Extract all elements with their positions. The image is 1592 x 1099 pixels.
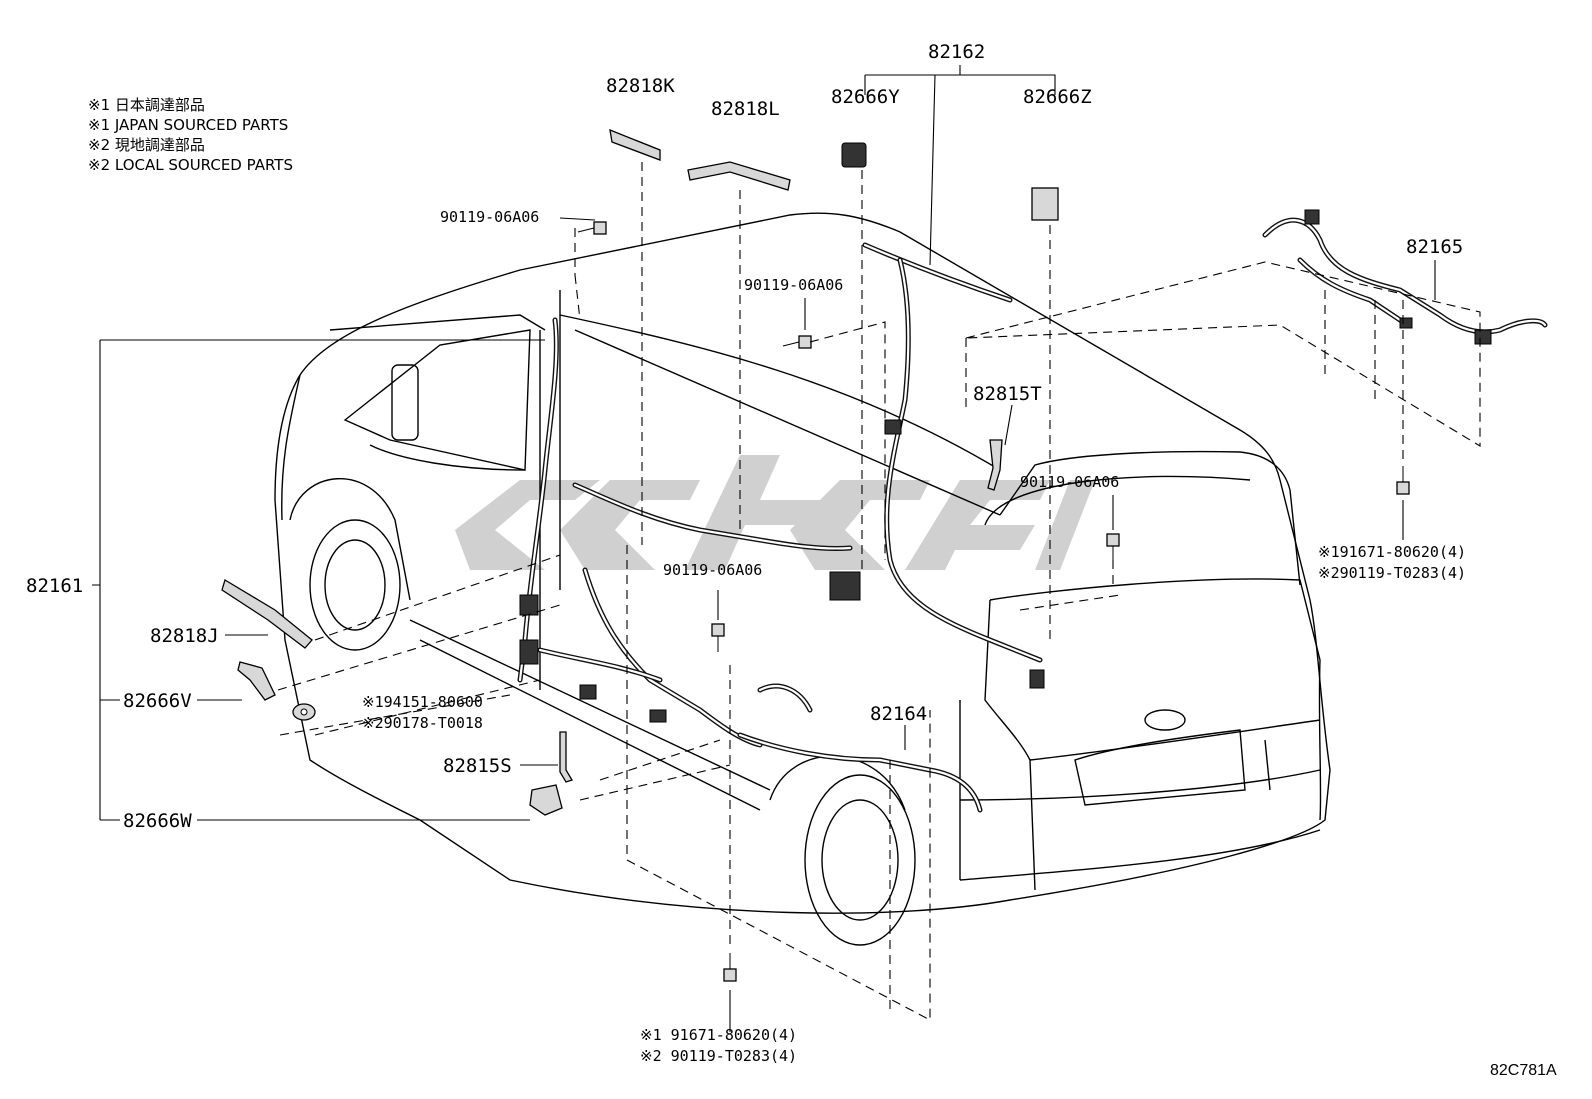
label-bolt-90119-b: 90119-06A06 xyxy=(744,276,843,294)
label-82666Y: 82666Y xyxy=(831,86,900,108)
part-82666W xyxy=(529,784,563,816)
note-line-2: ※1 JAPAN SOURCED PARTS xyxy=(88,116,288,134)
part-labels: 82162 82818K 82818L 82666Y 82666Z 82165 … xyxy=(26,41,1463,832)
note-line-1: ※1 日本調達部品 xyxy=(88,96,205,114)
label-82161: 82161 xyxy=(26,575,83,597)
part-82818K xyxy=(609,128,661,161)
label-82165: 82165 xyxy=(1406,236,1463,258)
label-82818L: 82818L xyxy=(711,98,780,120)
wire-harness-82164 xyxy=(737,683,983,813)
part-82666Z xyxy=(1031,187,1059,221)
label-bolt-90119-a: 90119-06A06 xyxy=(440,208,539,226)
van-body xyxy=(274,212,1331,946)
label-82162: 82162 xyxy=(928,41,985,63)
wire-harness-82161 xyxy=(517,317,853,748)
part-82666Y xyxy=(841,142,867,168)
part-82815S xyxy=(559,731,573,783)
code-labels: 90119-06A06 90119-06A06 90119-06A06 9011… xyxy=(362,208,1557,1079)
note-line-3: ※2 現地調達部品 xyxy=(88,136,205,154)
clip-icon xyxy=(292,703,316,721)
wire-harness-82165 xyxy=(1262,209,1548,345)
notes-block: ※1 日本調達部品 ※1 JAPAN SOURCED PARTS ※2 現地調達… xyxy=(88,96,293,174)
part-82815T xyxy=(987,439,1003,491)
part-82666V xyxy=(237,661,276,701)
label-clip-2: ※290178-T0018 xyxy=(362,714,483,732)
part-82818J xyxy=(221,579,313,649)
label-bottom-2: ※2 90119-T0283(4) xyxy=(640,1047,797,1065)
label-right-1: ※191671-80620(4) xyxy=(1318,543,1466,561)
label-right-2: ※290119-T0283(4) xyxy=(1318,564,1466,582)
label-bottom-1: ※1 91671-80620(4) xyxy=(640,1026,797,1044)
label-82818J: 82818J xyxy=(150,625,219,647)
label-82164: 82164 xyxy=(870,703,927,725)
label-82815S: 82815S xyxy=(443,755,512,777)
label-82666W: 82666W xyxy=(123,810,192,832)
dashed-guides xyxy=(277,162,1481,1021)
part-82818L xyxy=(687,161,791,191)
label-bolt-90119-c: 90119-06A06 xyxy=(1020,473,1119,491)
label-bolt-90119-d: 90119-06A06 xyxy=(663,561,762,579)
note-line-4: ※2 LOCAL SOURCED PARTS xyxy=(88,156,293,174)
label-82666V: 82666V xyxy=(123,690,192,712)
label-clip-1: ※194151-80600 xyxy=(362,693,483,711)
wire-harness-82162 xyxy=(862,242,1043,663)
harness-connectors xyxy=(519,419,1045,723)
label-82818K: 82818K xyxy=(606,75,675,97)
label-82815T: 82815T xyxy=(973,383,1042,405)
diagram-code: 82C781A xyxy=(1490,1062,1557,1079)
leader-lines xyxy=(92,65,1436,1032)
label-82666Z: 82666Z xyxy=(1023,86,1092,108)
bolt-icons xyxy=(577,221,1410,982)
